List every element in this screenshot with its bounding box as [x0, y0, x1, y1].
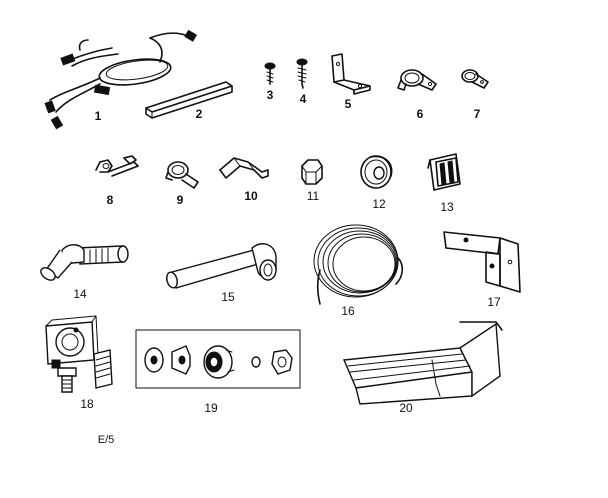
part-tube-clamp-large: [397, 69, 437, 91]
label-part-18: 18: [80, 397, 94, 411]
part-machine-screw: [264, 62, 276, 85]
label-part-13: 13: [440, 200, 454, 214]
label-part-11: 11: [306, 189, 320, 203]
label-part-10: 10: [244, 189, 258, 203]
part-mounting-bracket: [443, 231, 521, 293]
label-part-3: 3: [266, 88, 274, 102]
label-part-1: 1: [94, 109, 102, 123]
label-part-8: 8: [106, 193, 114, 207]
part-tape-clip: [427, 153, 461, 191]
part-coiled-water-tube: [313, 224, 404, 305]
part-cable-clip: [95, 155, 139, 177]
label-part-4: 4: [299, 92, 307, 106]
part-grommet: [360, 155, 393, 189]
label-part-7: 7: [473, 107, 481, 121]
part-wiring-harness: [44, 29, 198, 130]
label-part-16: 16: [341, 304, 355, 318]
label-part-5: 5: [344, 97, 352, 111]
label-part-20: 20: [399, 401, 413, 415]
part-hex-nut: [301, 159, 323, 185]
part-elbow-fill-tube: [40, 244, 129, 281]
label-part-6: 6: [416, 107, 424, 121]
part-fitting-kit: [135, 329, 301, 389]
label-part-12: 12: [372, 197, 386, 211]
part-rail-strip: [145, 81, 233, 119]
label-part-19: 19: [204, 401, 218, 415]
label-part-2: 2: [195, 107, 203, 121]
part-spring-clip: [219, 157, 269, 179]
part-water-valve: [45, 315, 113, 393]
part-tube-clamp-small: [461, 69, 489, 89]
figure-code: E/5: [97, 434, 115, 446]
part-p-clamp: [165, 161, 199, 189]
part-fill-tube: [166, 243, 277, 289]
part-wood-screw: [296, 58, 308, 89]
label-part-17: 17: [487, 295, 501, 309]
part-angle-bracket: [331, 53, 371, 95]
part-ice-bin: [342, 321, 503, 405]
label-part-14: 14: [73, 287, 87, 301]
label-part-15: 15: [221, 290, 235, 304]
label-part-9: 9: [176, 193, 184, 207]
